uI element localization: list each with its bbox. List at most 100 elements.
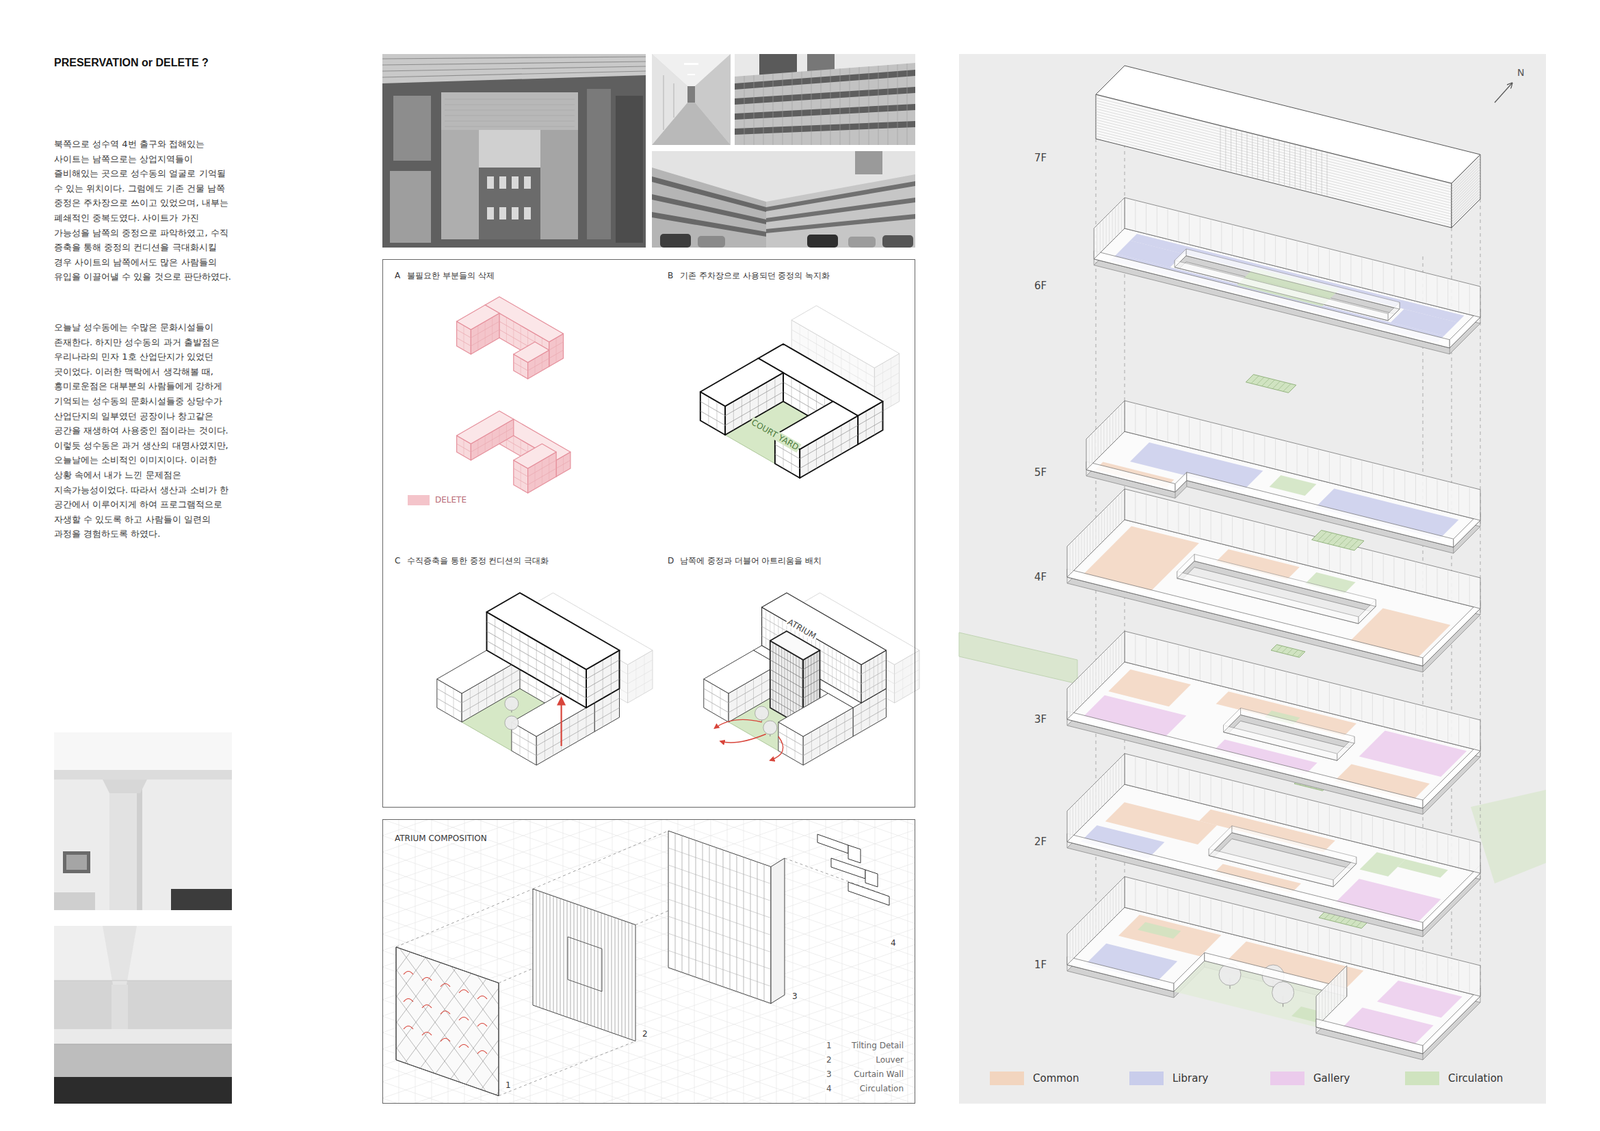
transom [668,933,771,970]
parapet [1067,956,1174,992]
flow-arrow [720,734,767,744]
roof-line [444,121,575,122]
wall-louver [1393,944,1395,976]
stair [1245,374,1297,394]
wall-louver [1221,778,1222,810]
car [848,236,876,248]
wall-louver [1286,238,1287,269]
mullion [823,643,825,683]
legend-text: Library [1172,1072,1209,1085]
wall [651,54,688,146]
stair-tread [1286,649,1293,655]
car [523,207,531,220]
photo-part [807,54,835,72]
wall-louver [1156,639,1158,671]
wall-louver [1253,521,1255,553]
louver-line [1305,147,1306,192]
wall-louver [1447,834,1449,866]
wall-louver [1361,257,1362,288]
void-parapet [1240,707,1355,744]
wall-louver [1221,901,1222,933]
wall-louver [1115,640,1117,672]
mullion [506,423,507,440]
parapet [1175,472,1187,493]
structure-photo [54,732,232,911]
transom [668,950,771,988]
wall-louver [1078,534,1079,566]
wall-louver [1134,403,1136,435]
panel-heading: B [666,270,675,281]
wall-louver [1286,917,1287,949]
wall-louver [1104,651,1105,683]
mullion [848,658,849,697]
louver-line [1278,140,1280,185]
mullion [753,679,754,708]
stair-tread [1262,378,1270,387]
mullion [897,64,899,146]
wall-louver [1072,805,1074,837]
mullion [799,382,801,412]
wall-louver [1469,963,1471,994]
mullion [716,401,718,431]
mullion [849,420,851,450]
roof-line [444,126,575,128]
mullion [792,654,794,722]
wall-louver [1101,512,1103,544]
mullion [753,75,755,146]
mullion [787,651,789,719]
photo-part [54,732,232,911]
window-glass [66,855,87,871]
mullion [534,464,536,490]
courtyard-photo [651,151,916,248]
key-text: Louver [874,1055,906,1066]
louver-line [614,917,616,1035]
wall-louver [1075,925,1077,957]
wall-louver [1221,425,1222,457]
grid-line [513,820,515,1104]
panel-heading: A [393,270,402,281]
wall-louver [1121,634,1122,665]
mullion [765,610,767,649]
wall-louver [1242,430,1244,462]
car [697,235,726,248]
louver-line [536,890,537,1007]
wall-louver [1307,922,1308,954]
stair [1312,530,1365,551]
wall-louver [1361,460,1362,492]
wall-louver [1426,952,1427,983]
wall-louver [1167,887,1169,919]
parapet [1316,1019,1423,1055]
panel-heading: C [393,556,402,566]
wall-louver [1086,791,1088,823]
wall-louver [1145,406,1147,438]
grid-line [661,820,663,1104]
louver-line [1451,185,1481,215]
wall-louver [1199,896,1201,927]
slab-edge [1067,719,1068,726]
floor-plan [1067,489,1481,673]
mullion [877,655,879,694]
mullion [520,439,522,457]
tilt-arc [477,996,488,1001]
mullion [790,652,791,720]
diagram-a [456,296,571,494]
louver-line [580,906,582,1023]
wall-louver [1296,443,1298,475]
mullion [484,321,486,347]
transom [668,899,771,936]
mullion [477,439,479,457]
mullion [733,401,734,431]
wall-louver [1296,920,1298,951]
back-wall [1067,631,1125,720]
louver-line [608,915,609,1033]
louver-line [632,924,633,1041]
light [687,73,695,76]
wall-louver [1231,658,1233,689]
wall-louver [1110,768,1111,799]
mullion [541,354,543,371]
wall-louver [1286,671,1287,703]
mullion [873,658,875,697]
tilt-arc [422,1005,432,1009]
projection-line [532,831,669,890]
mullion [820,70,822,146]
